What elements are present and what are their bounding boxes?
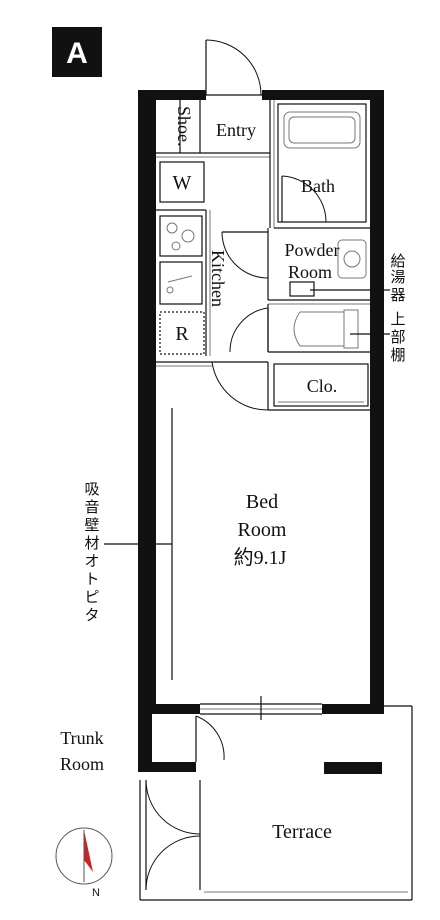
label-washer: W [173, 172, 192, 194]
interior-partitions [156, 100, 370, 720]
svg-text:湯: 湯 [390, 269, 405, 286]
compass-icon: N [55, 827, 113, 899]
svg-text:ピ: ピ [84, 589, 99, 606]
svg-text:音: 音 [84, 499, 99, 516]
svg-text:ト: ト [84, 572, 99, 588]
trunk-room-walls [138, 714, 225, 772]
svg-text:タ: タ [84, 607, 99, 624]
svg-text:器: 器 [390, 288, 405, 304]
svg-text:オ: オ [84, 554, 99, 570]
label-bath: Bath [301, 176, 335, 196]
svg-text:棚: 棚 [390, 347, 405, 364]
label-closet: Clo. [307, 376, 338, 396]
note-sound-absorbing-wall: 吸 音 壁 材 オ ト ピ タ [84, 482, 99, 624]
note-leaders [104, 289, 390, 545]
label-terrace: Terrace [272, 821, 332, 843]
compass-north-label: N [92, 887, 100, 899]
svg-text:吸: 吸 [84, 482, 99, 498]
unit-badge-label: A [66, 37, 88, 70]
label-fridge: R [175, 323, 189, 345]
terrace-outline [139, 705, 413, 901]
label-bed-area: 約9.1J [234, 546, 287, 569]
label-entry: Entry [216, 120, 256, 140]
label-trunk-line1: Trunk [60, 728, 103, 748]
svg-text:壁: 壁 [84, 517, 99, 534]
svg-text:給: 給 [390, 253, 405, 270]
label-powder-line2: Room [288, 262, 332, 282]
label-powder-line1: Powder [285, 240, 340, 260]
svg-text:材: 材 [84, 535, 99, 552]
note-water-heater-shelf: 給 湯 器 上 部 棚 [390, 253, 405, 364]
label-trunk-line2: Room [60, 754, 104, 774]
label-bed-line1: Bed [246, 491, 278, 513]
label-shoe: Shoe. [174, 106, 194, 147]
unit-badge: A [52, 27, 102, 77]
svg-text:部: 部 [390, 329, 405, 346]
label-kitchen: Kitchen [208, 250, 228, 307]
exterior-walls [138, 90, 384, 714]
svg-text:上: 上 [390, 311, 405, 328]
entrance-door [205, 39, 262, 96]
label-bed-line2: Room [238, 519, 287, 541]
